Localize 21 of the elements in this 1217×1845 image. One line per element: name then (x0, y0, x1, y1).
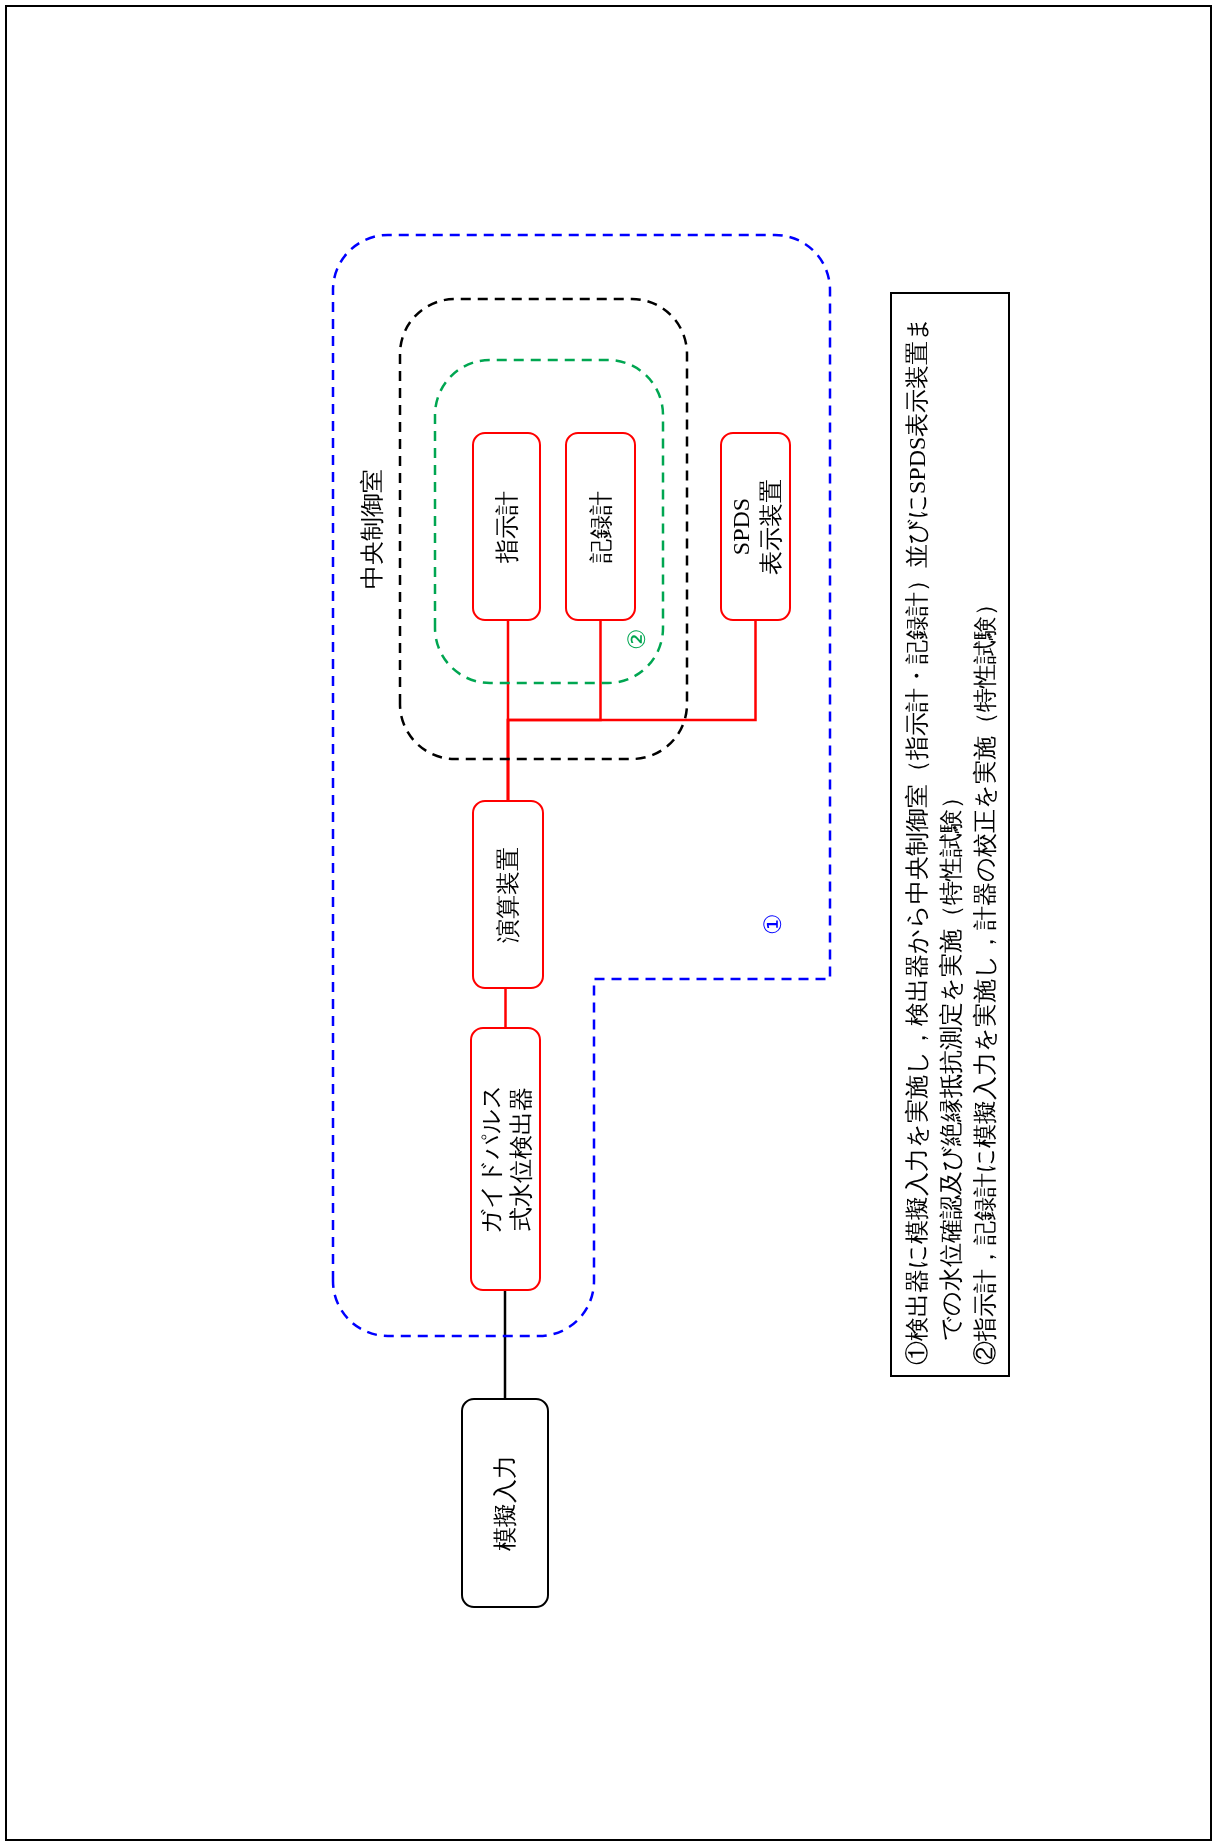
process-box (472, 800, 544, 989)
process-box (461, 1398, 549, 1608)
callout-number: ② (623, 628, 651, 650)
process-box (472, 432, 541, 621)
box-label: SPDS 表示装置 (726, 477, 785, 577)
process-box (470, 1027, 541, 1291)
region-heading: 中央制御室 (358, 469, 386, 589)
box-label: 記録計 (586, 490, 615, 563)
note-box (890, 292, 1010, 1377)
box-label: 模擬入力 (491, 1455, 519, 1551)
box-label: ガイドパルス式水位検出器 (476, 1083, 535, 1236)
connector-line (506, 621, 757, 800)
connector-line (503, 1291, 507, 1398)
connector-line (504, 989, 507, 1027)
box-label: 演算装置 (494, 846, 522, 943)
callout-number: ① (759, 913, 787, 935)
note-text: ①検出器に模擬入力を実施し，検出器から中央制御室（指示計・記録計）並びにSPDS表示装置までの水位確認及び絶縁抵抗測定を実施（特性試験） (903, 314, 965, 1365)
process-box (720, 432, 791, 621)
note-text: ②指示計，記録計に模擬入力を実施し，計器の校正を実施（特性試験） (971, 591, 999, 1365)
process-box (565, 432, 636, 621)
box-label: 指示計 (492, 490, 521, 563)
